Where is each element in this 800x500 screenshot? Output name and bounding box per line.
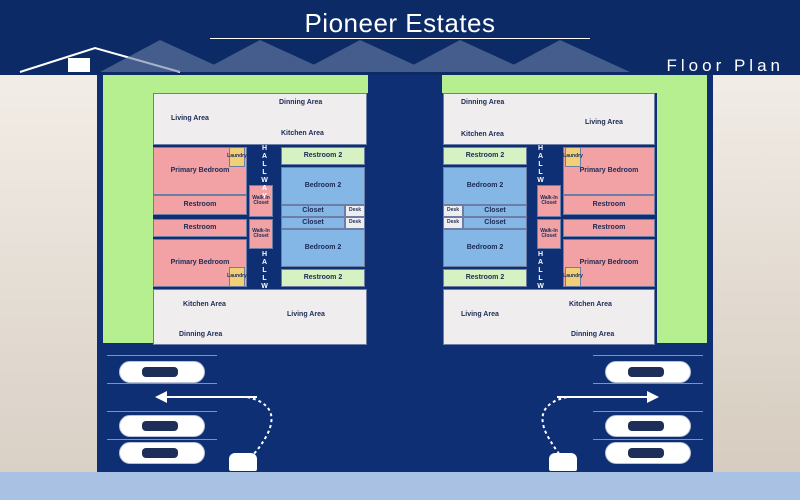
lawn-right — [657, 75, 707, 343]
parking-line — [107, 383, 217, 384]
closet: Closet — [281, 205, 345, 217]
walk-in-closet: Walk-In Closet — [537, 219, 561, 249]
restroom: Restroom — [563, 195, 655, 215]
desk: Desk — [443, 217, 463, 229]
parked-car — [605, 415, 691, 437]
parked-car — [605, 442, 691, 464]
room-label: Dinning Area — [571, 331, 615, 338]
laundry: Laundry — [227, 267, 247, 287]
lawn-top-left — [103, 75, 368, 93]
restroom: Restroom — [153, 219, 247, 237]
hallway-label: HALLWAY — [537, 145, 544, 201]
parked-car — [119, 442, 205, 464]
parking-line — [593, 355, 703, 356]
parked-car — [605, 361, 691, 383]
site-plan: Living Area Dinning Area Kitchen Area Pr… — [97, 75, 713, 472]
room-label: Dinning Area — [279, 99, 323, 106]
road-center — [368, 75, 442, 347]
laundry: Laundry — [563, 267, 583, 287]
page-title: Pioneer Estates — [304, 8, 496, 38]
laundry: Laundry — [563, 147, 583, 167]
closet: Closet — [463, 217, 527, 229]
closet: Closet — [281, 217, 345, 229]
lawn-left — [103, 75, 153, 343]
restroom-2: Restroom 2 — [443, 269, 527, 287]
room-label: Dinning Area — [461, 99, 505, 106]
room-label: Kitchen Area — [461, 131, 504, 138]
restroom-2: Restroom 2 — [281, 269, 365, 287]
parking-line — [107, 439, 217, 440]
lawn-top-right — [442, 75, 707, 93]
room-label: Living Area — [461, 311, 499, 318]
parking-line — [593, 439, 703, 440]
driving-car — [549, 453, 577, 471]
hallway-label: HALLWAY — [261, 145, 268, 201]
background-interior-right — [713, 75, 800, 472]
parking-line — [593, 383, 703, 384]
desk: Desk — [345, 217, 365, 229]
walk-in-closet: Walk-In Closet — [249, 219, 273, 249]
bedroom-2: Bedroom 2 — [281, 167, 365, 205]
laundry: Laundry — [227, 147, 247, 167]
room-label: Living Area — [585, 119, 623, 126]
parking-line — [593, 411, 703, 412]
background-interior-left — [0, 75, 97, 472]
hallway-label: HALLWAY — [261, 251, 268, 307]
parking-line — [107, 411, 217, 412]
room-label: Living Area — [171, 115, 209, 122]
bottom-bar — [0, 472, 800, 500]
walk-in-closet: Walk-In Closet — [249, 185, 273, 217]
title-underline — [210, 38, 590, 39]
living-area — [443, 93, 655, 145]
parked-car — [119, 415, 205, 437]
restroom-2: Restroom 2 — [443, 147, 527, 165]
room-label: Kitchen Area — [569, 301, 612, 308]
restroom: Restroom — [563, 219, 655, 237]
living-area — [153, 93, 367, 145]
room-label: Kitchen Area — [183, 301, 226, 308]
parked-car — [119, 361, 205, 383]
parking-line — [107, 355, 217, 356]
desk: Desk — [443, 205, 463, 217]
walk-in-closet: Walk-In Closet — [537, 185, 561, 217]
bedroom-2: Bedroom 2 — [443, 229, 527, 267]
restroom-2: Restroom 2 — [281, 147, 365, 165]
desk: Desk — [345, 205, 365, 217]
room-label: Kitchen Area — [281, 130, 324, 137]
restroom: Restroom — [153, 195, 247, 215]
bedroom-2: Bedroom 2 — [281, 229, 365, 267]
room-label: Living Area — [287, 311, 325, 318]
driving-car — [229, 453, 257, 471]
bedroom-2: Bedroom 2 — [443, 167, 527, 205]
room-label: Dinning Area — [179, 331, 223, 338]
living-area — [153, 289, 367, 345]
living-area — [443, 289, 655, 345]
traffic-arrows — [155, 391, 659, 461]
floor-plan-label: Floor Plan — [666, 56, 784, 75]
closet: Closet — [463, 205, 527, 217]
hallway-label: HALLWAY — [537, 251, 544, 307]
